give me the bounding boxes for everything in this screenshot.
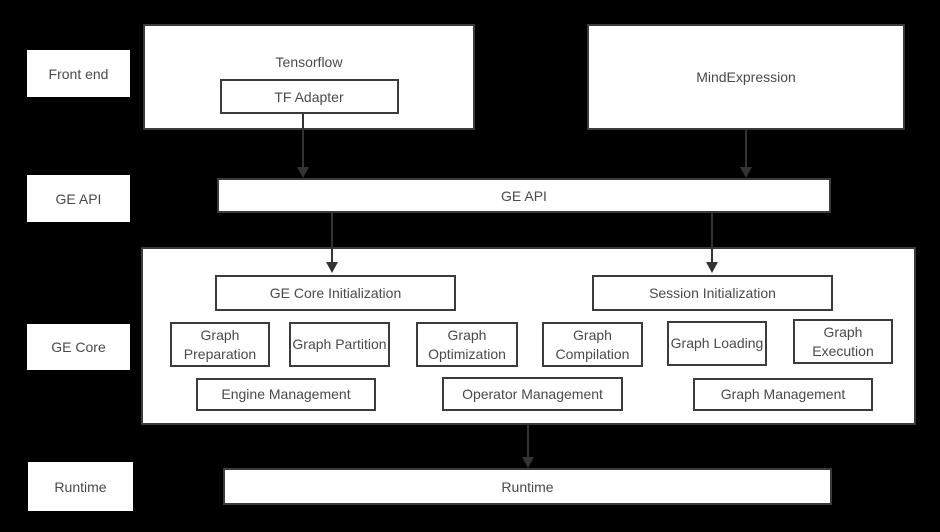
arrow-ge-api-to-session-init bbox=[705, 213, 719, 273]
ge-core-initialization-box: GE Core Initialization bbox=[215, 275, 456, 311]
row-label-ge-core: GE Core bbox=[27, 324, 130, 370]
session-initialization-label: Session Initialization bbox=[649, 284, 776, 301]
graph-partition-box: Graph Partition bbox=[289, 322, 390, 367]
mindexpression-label: MindExpression bbox=[696, 68, 796, 85]
arrow-line bbox=[302, 114, 304, 167]
graph-management-label: Graph Management bbox=[720, 386, 846, 403]
row-label-front-end: Front end bbox=[27, 50, 130, 97]
row-label-text: GE API bbox=[55, 190, 102, 207]
graph-optimization-box: Graph Optimization bbox=[416, 322, 518, 367]
arrow-head-icon bbox=[740, 167, 752, 178]
arrow-mindexpression-to-ge-api bbox=[739, 130, 753, 178]
ge-api-label: GE API bbox=[501, 187, 547, 204]
graph-execution-box: Graph Execution bbox=[793, 319, 893, 364]
engine-management-label: Engine Management bbox=[221, 386, 351, 403]
session-initialization-box: Session Initialization bbox=[592, 275, 833, 311]
arrow-line bbox=[711, 213, 713, 262]
graph-execution-label: Graph Execution bbox=[812, 324, 874, 359]
arrow-line bbox=[527, 425, 529, 457]
arrow-head-icon bbox=[326, 262, 338, 273]
arrow-head-icon bbox=[297, 167, 309, 178]
row-label-text: Runtime bbox=[54, 478, 107, 495]
arrow-ge-core-to-runtime bbox=[521, 425, 535, 468]
ge-core-box: GE Core Initialization Session Initializ… bbox=[141, 247, 916, 425]
arrow-line bbox=[331, 213, 333, 262]
graph-loading-box: Graph Loading bbox=[667, 321, 767, 366]
graph-partition-label: Graph Partition bbox=[292, 336, 387, 353]
tf-adapter-label: TF Adapter bbox=[274, 88, 344, 105]
arrow-line bbox=[745, 130, 747, 167]
arrow-head-icon bbox=[522, 457, 534, 468]
tensorflow-box: Tensorflow TF Adapter bbox=[143, 24, 475, 130]
operator-management-label: Operator Management bbox=[462, 385, 603, 402]
row-label-runtime: Runtime bbox=[28, 462, 133, 511]
runtime-label: Runtime bbox=[501, 478, 554, 495]
graph-management-box: Graph Management bbox=[693, 378, 873, 411]
arrow-ge-api-to-ge-core-init bbox=[325, 213, 339, 273]
ge-api-bar: GE API bbox=[217, 178, 831, 213]
graph-compilation-box: Graph Compilation bbox=[542, 322, 643, 367]
row-label-ge-api: GE API bbox=[27, 175, 130, 222]
graph-optimization-label: Graph Optimization bbox=[428, 327, 506, 362]
graph-preparation-box: Graph Preparation bbox=[170, 322, 270, 367]
graph-loading-label: Graph Loading bbox=[670, 335, 764, 352]
graph-compilation-label: Graph Compilation bbox=[555, 327, 630, 362]
operator-management-box: Operator Management bbox=[442, 377, 623, 411]
tf-adapter-box: TF Adapter bbox=[219, 79, 399, 114]
runtime-bar: Runtime bbox=[223, 468, 832, 505]
mindexpression-box: MindExpression bbox=[587, 24, 905, 130]
row-label-text: GE Core bbox=[51, 339, 106, 355]
arrow-head-icon bbox=[706, 262, 718, 273]
row-label-text: Front end bbox=[48, 65, 109, 82]
ge-core-initialization-label: GE Core Initialization bbox=[269, 284, 402, 301]
engine-management-box: Engine Management bbox=[196, 378, 376, 411]
tensorflow-title: Tensorflow bbox=[275, 54, 343, 70]
graph-preparation-label: Graph Preparation bbox=[183, 327, 257, 362]
arrow-tf-adapter-to-ge-api bbox=[296, 114, 310, 178]
